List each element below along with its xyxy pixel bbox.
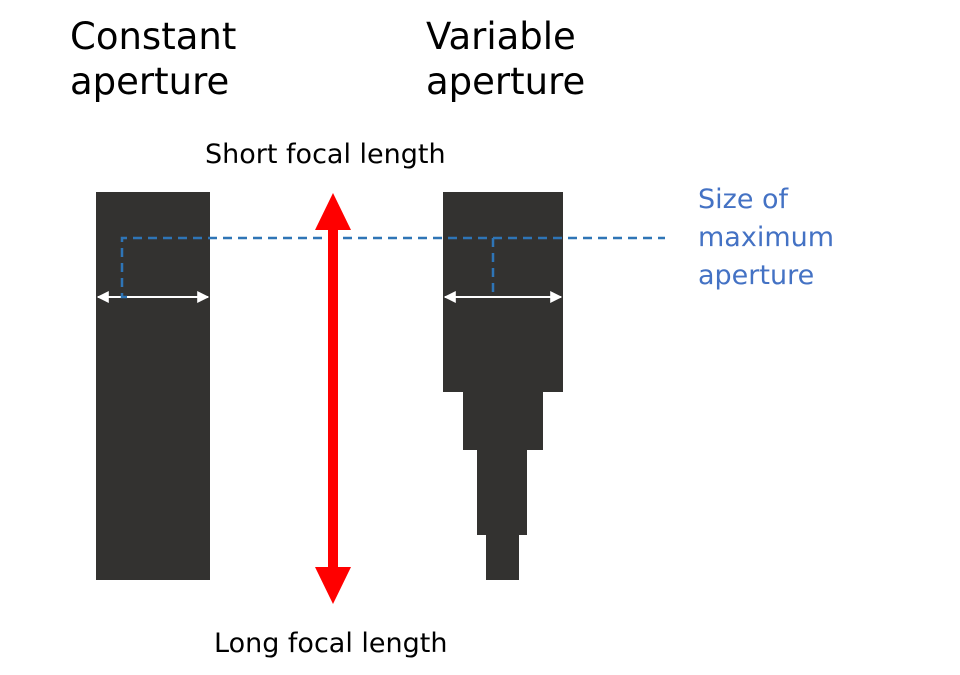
long-focal-length-label: Long focal length — [214, 628, 448, 659]
constant-aperture-lens — [96, 192, 210, 580]
max-aperture-legend: Size of maximum aperture — [698, 181, 938, 295]
short-focal-length-label: Short focal length — [205, 139, 446, 170]
constant-aperture-size-marker — [120, 236, 665, 299]
variable-aperture-heading-line1: Variable — [426, 15, 576, 58]
variable-aperture-heading: Variable aperture — [426, 14, 706, 104]
variable-aperture-lens — [443, 192, 563, 580]
max-aperture-legend-line3: aperture — [698, 260, 815, 291]
constant-aperture-heading-line1: Constant — [70, 15, 237, 58]
focal-length-arrow-shaft — [328, 228, 338, 568]
constant-aperture-heading: Constant aperture — [70, 14, 350, 104]
focal-length-arrow-head-bottom — [315, 567, 351, 604]
focal-length-arrow-head-top — [315, 193, 351, 230]
variable-aperture-heading-line2: aperture — [426, 60, 586, 103]
max-aperture-legend-line2: maximum — [698, 222, 835, 253]
max-aperture-legend-line1: Size of — [698, 184, 789, 215]
constant-aperture-heading-line2: aperture — [70, 60, 230, 103]
